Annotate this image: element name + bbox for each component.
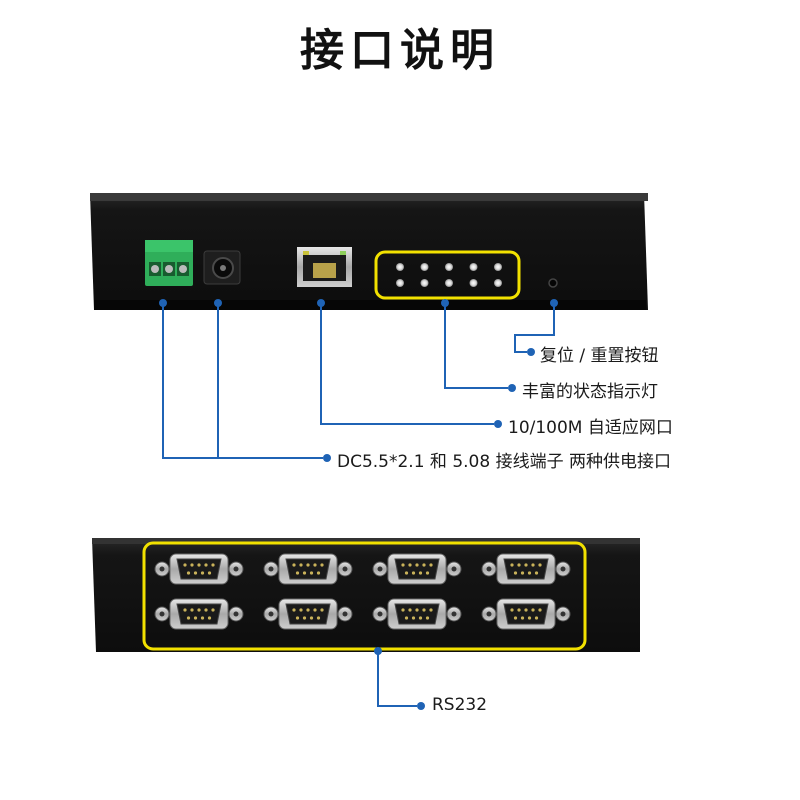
status-led-icon [445,279,453,287]
db9-connector-icon [481,598,571,630]
rear-panel [92,538,640,652]
db9-connector-icon [372,598,462,630]
reset-hole-icon [548,278,558,288]
terminal-block-icon [145,240,193,286]
rear-callout-line [377,652,417,707]
power-callout-line-a [162,304,323,459]
status-led-icon [494,263,502,271]
status-led-icon [420,279,429,287]
leds-callout-line [444,304,508,389]
status-led-icon [396,263,404,271]
front-callout-dots [159,299,558,462]
rs232-label: RS232 [432,695,488,715]
reset-callout-line [514,304,555,353]
front-panel-top-edge [90,193,648,201]
status-led-icon [494,279,502,287]
status-led-group [396,263,502,287]
db9-connector-group [154,553,571,630]
db9-connector-icon [154,598,244,630]
db9-connector-icon [481,553,571,585]
front-panel [90,193,648,310]
dc-jack-icon [203,250,241,285]
status-leds-label: 丰富的状态指示灯 [522,382,658,402]
db9-connector-icon [263,553,353,585]
status-led-icon [469,279,478,287]
power-inputs-label: DC5.5*2.1 和 5.08 接线端子 两种供电接口 [337,452,671,472]
status-led-icon [420,263,429,271]
ethernet-port-label: 10/100M 自适应网口 [508,418,673,438]
serial-highlight-box [142,541,587,651]
front-callout-lines [162,304,555,459]
db9-connector-icon [263,598,353,630]
status-led-icon [469,263,478,271]
db9-connector-icon [154,553,244,585]
page-title: 接口说明 [300,25,500,76]
rj45-port-icon [297,247,352,287]
front-panel-bottom-edge [94,300,646,310]
led-highlight-box [374,250,521,300]
ethernet-callout-line [320,304,494,425]
db9-connector-icon [372,553,462,585]
reset-button-label: 复位 / 重置按钮 [540,346,659,366]
status-led-icon [396,279,404,287]
status-led-icon [445,263,453,271]
